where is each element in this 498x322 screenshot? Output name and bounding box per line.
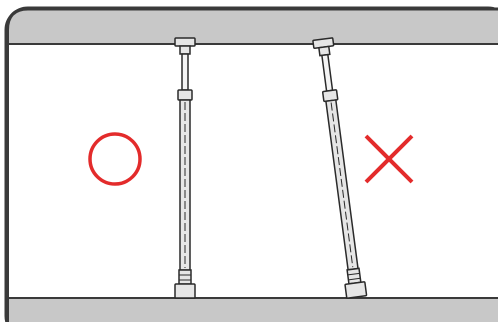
frame-outline	[4, 6, 498, 322]
frame-left-edge	[6, 7, 498, 322]
rod-joint-collar	[177, 89, 193, 101]
tilted-tension-rod	[312, 37, 368, 299]
rod-top-cap	[174, 37, 196, 47]
cross-x-icon	[364, 134, 414, 184]
floor-band	[8, 298, 498, 322]
rod-top-neck	[179, 45, 191, 55]
ceiling-band	[8, 9, 498, 44]
rod-bottom-neck	[178, 269, 192, 285]
circle-o-icon	[88, 132, 142, 186]
vertical-tension-rod	[174, 37, 196, 299]
rod-bottom-neck	[346, 267, 362, 285]
rod-bottom-cap	[174, 283, 196, 299]
rod-shaft-groove	[330, 102, 354, 268]
rod-foot-ridge-2	[348, 277, 361, 281]
rod-bottom-cap	[344, 281, 368, 299]
rod-upper-shaft	[181, 53, 189, 91]
rod-foot-ridge-1	[347, 272, 360, 276]
